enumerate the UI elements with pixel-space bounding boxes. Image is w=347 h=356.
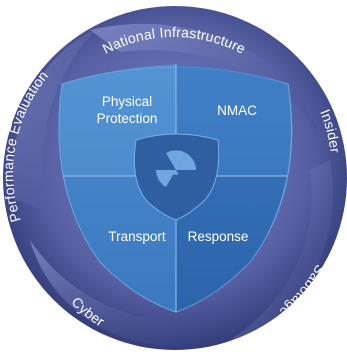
quadrant-label-physical: Physical — [102, 94, 152, 109]
quadrant-label-nmac: NMAC — [217, 103, 257, 118]
ring-swirl — [230, 160, 333, 340]
ring-swirl — [13, 30, 95, 210]
center-emblem — [133, 133, 220, 221]
quadrant-label-protection: Protection — [97, 111, 158, 126]
quadrant-label-response: Response — [188, 229, 249, 244]
quadrant-response — [176, 176, 286, 312]
quadrant-transport — [64, 176, 176, 312]
quadrant-label-transport: Transport — [108, 229, 166, 244]
radiation-trefoil-icon — [156, 150, 196, 187]
ring-swirl — [30, 240, 210, 347]
